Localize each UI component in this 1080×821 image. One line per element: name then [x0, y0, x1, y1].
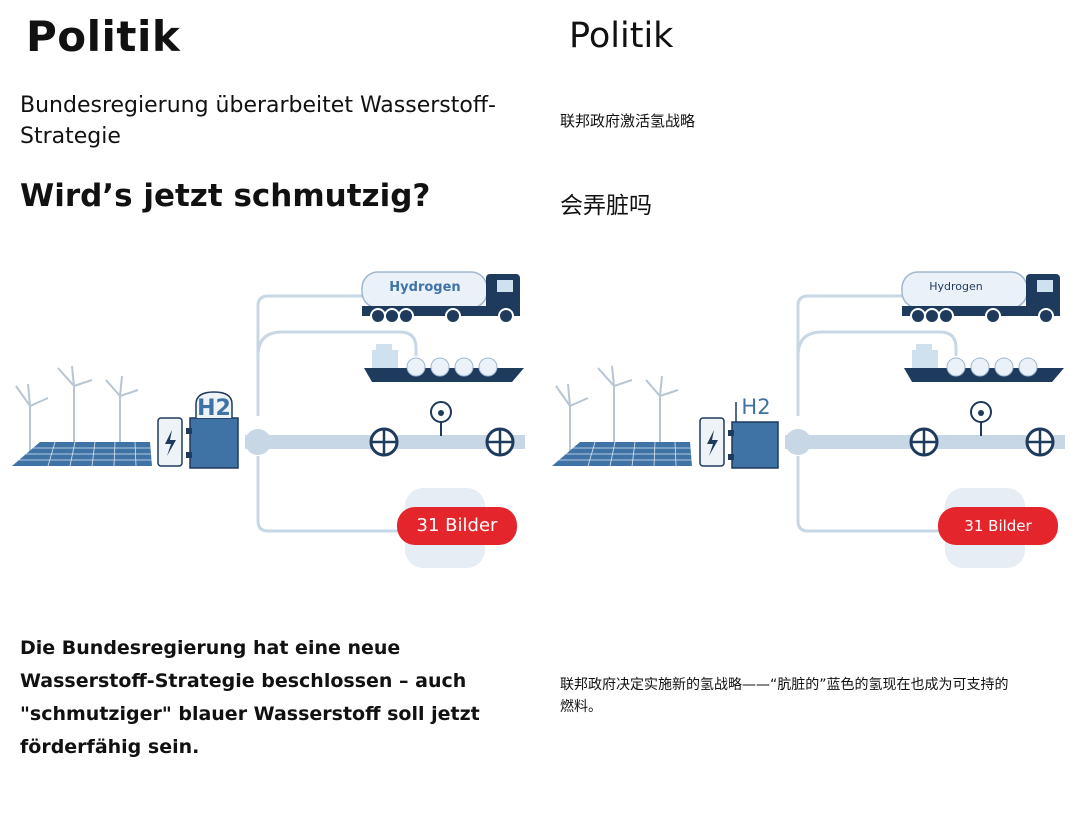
article-lead: 联邦政府决定实施新的氢战略——“肮脏的”蓝色的氢现在也成为可支持的燃料。 — [560, 677, 1009, 715]
truck-label: Hydrogen — [389, 280, 460, 295]
gallery-badge[interactable]: 31 Bilder — [397, 507, 517, 545]
h2-label: H2 — [197, 396, 231, 421]
hydrogen-truck-icon — [901, 271, 1060, 324]
h2-label: H2 — [741, 395, 770, 419]
hydrogen-truck-icon — [361, 271, 520, 324]
tanker-ship-icon — [364, 344, 524, 382]
solar-panel-icon — [12, 441, 152, 467]
electrolyser-icon — [728, 402, 779, 469]
article-zh: Politik 联邦政府激活氢战略 会弄脏吗 — [540, 0, 1080, 821]
section-kicker[interactable]: Politik — [569, 16, 674, 56]
truck-label: Hydrogen — [929, 280, 983, 293]
electrolyser-icon — [186, 391, 239, 469]
solar-panel-icon — [552, 441, 692, 467]
hydrogen-infographic[interactable]: Hydrogen — [540, 256, 1080, 576]
article-subheadline: 联邦政府激活氢战略 — [560, 112, 696, 130]
article-lead: Die Bundesregierung hat eine neue Wasser… — [20, 637, 480, 758]
section-kicker[interactable]: Politik — [26, 12, 181, 61]
article-headline[interactable]: Wird’s jetzt schmutzig? — [20, 178, 431, 214]
article-subheadline: Bundesregierung überarbeitet Wasserstoff… — [20, 93, 496, 149]
article-de: Politik Bundesregierung überarbeitet Was… — [12, 12, 525, 758]
tanker-ship-icon — [904, 344, 1064, 382]
article-headline[interactable]: 会弄脏吗 — [560, 193, 652, 219]
gallery-badge[interactable]: 31 Bilder — [938, 507, 1058, 545]
